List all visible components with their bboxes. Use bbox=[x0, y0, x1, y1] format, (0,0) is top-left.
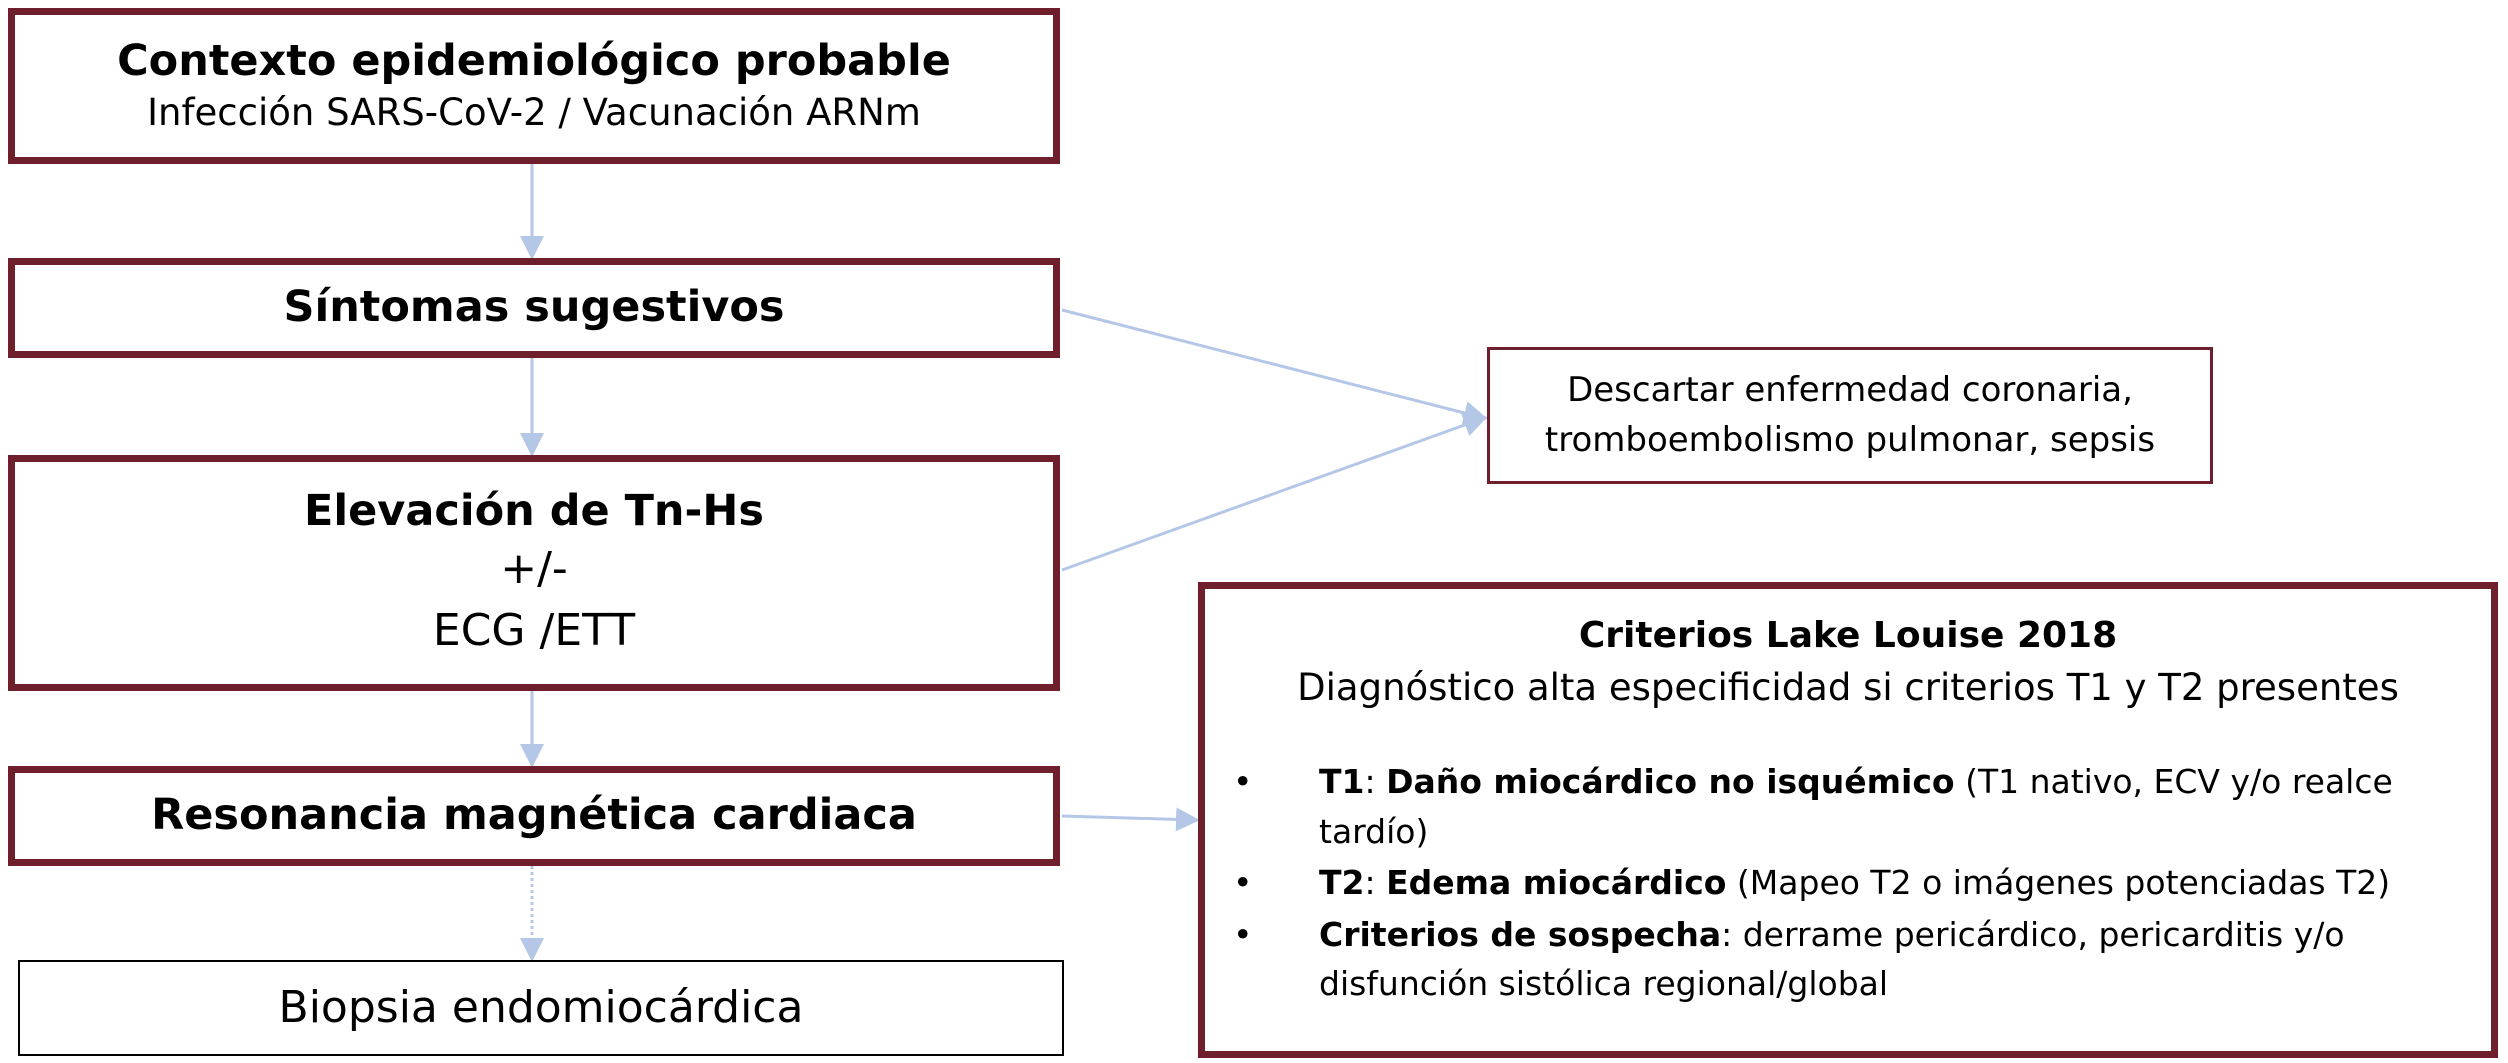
criteria-sep: : bbox=[1364, 762, 1387, 802]
criteria-detail: : derrame pericárdico, pericarditis y/o … bbox=[1319, 914, 2345, 1004]
troponin-box: Elevación de Tn-Hs +/- ECG /ETT bbox=[8, 455, 1060, 691]
rule-out-line-1: Descartar enfermedad coronaria, bbox=[1567, 370, 2133, 411]
cardiac-mri-box: Resonancia magnética cardiaca bbox=[8, 766, 1060, 866]
cardiac-mri-title: Resonancia magnética cardiaca bbox=[151, 790, 917, 841]
criteria-sep: : bbox=[1364, 863, 1387, 903]
criteria-label: Edema miocárdico bbox=[1386, 863, 1727, 903]
criteria-list: • T1: Daño miocárdico no isquémico (T1 n… bbox=[1233, 757, 2423, 1011]
troponin-plus-minus: +/- bbox=[500, 543, 568, 595]
criteria-detail: (Mapeo T2 o imágenes potenciadas T2) bbox=[1726, 863, 2391, 903]
biopsy-box: Biopsia endomiocárdica bbox=[18, 960, 1064, 1056]
rule-out-box: Descartar enfermedad coronaria, tromboem… bbox=[1487, 347, 2213, 484]
arrow-mri-to-criteria bbox=[1061, 807, 1200, 832]
criteria-code: T1 bbox=[1319, 762, 1365, 802]
criteria-subtitle: Diagnóstico alta especificidad si criter… bbox=[1297, 666, 2399, 710]
criteria-code: T2 bbox=[1319, 863, 1365, 903]
criteria-detail: (T1 nativo, ECV y/o realce tardío) bbox=[1319, 762, 2393, 851]
bullet-icon: • bbox=[1233, 762, 1253, 802]
troponin-ecg-ett: ECG /ETT bbox=[432, 604, 636, 656]
biopsy-title: Biopsia endomiocárdica bbox=[278, 982, 804, 1034]
bullet-icon: • bbox=[1233, 914, 1253, 954]
arrow-troponin-to-rule-out bbox=[1061, 413, 1488, 572]
troponin-title: Elevación de Tn-Hs bbox=[304, 485, 764, 536]
symptoms-title: Síntomas sugestivos bbox=[283, 282, 785, 333]
arrow-symptoms-to-rule-out bbox=[1061, 308, 1488, 425]
rule-out-line-2: tromboembolismo pulmonar, sepsis bbox=[1544, 419, 2156, 460]
symptoms-box: Síntomas sugestivos bbox=[8, 258, 1060, 358]
criteria-item-t2: • T2: Edema miocárdico (Mapeo T2 o imáge… bbox=[1233, 858, 2423, 908]
criteria-label: Daño miocárdico no isquémico bbox=[1386, 762, 1955, 802]
epidemiological-context-title: Contexto epidemiológico probable bbox=[117, 36, 951, 87]
criteria-item-t1: • T1: Daño miocárdico no isquémico (T1 n… bbox=[1233, 757, 2423, 856]
epidemiological-context-box: Contexto epidemiológico probable Infecci… bbox=[8, 8, 1060, 164]
epidemiological-context-subtitle: Infección SARS-CoV-2 / Vacunación ARNm bbox=[147, 90, 921, 134]
criteria-item-suspicion: • Criterios de sospecha: derrame pericár… bbox=[1233, 910, 2423, 1009]
criteria-label: Criterios de sospecha bbox=[1319, 914, 1722, 954]
bullet-icon: • bbox=[1233, 863, 1253, 903]
criteria-title: Criterios Lake Louise 2018 bbox=[1578, 615, 2118, 656]
lake-louise-criteria-box: Criterios Lake Louise 2018 Diagnóstico a… bbox=[1198, 582, 2498, 1058]
